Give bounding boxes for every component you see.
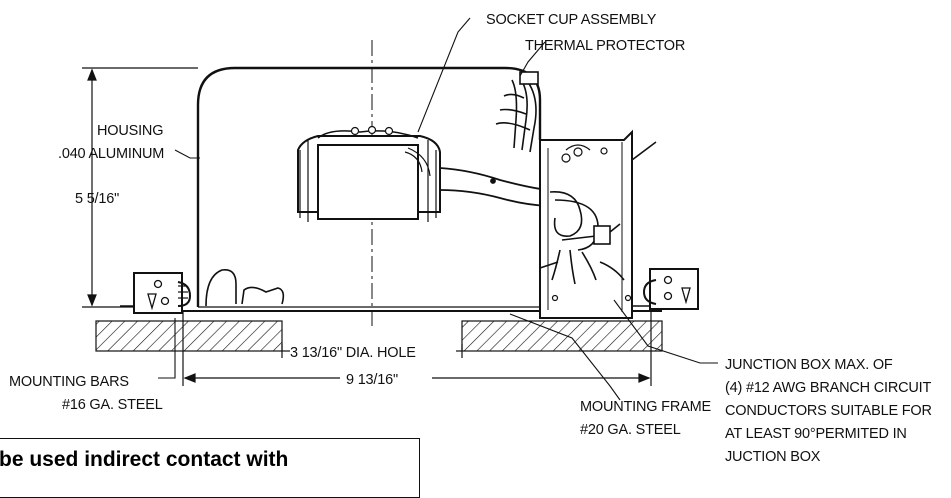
width-label: 9 13/16": [346, 372, 398, 388]
ceiling-hatch: [95, 320, 663, 352]
mounting-bars-spec: #16 GA. STEEL: [62, 397, 163, 413]
junction-box-wires: [539, 191, 625, 285]
right-mounting-bracket: [642, 268, 699, 310]
mounting-frame-label: MOUNTING FRAME: [580, 399, 711, 415]
junction-box-line-2: (4) #12 AWG BRANCH CIRCUIT: [725, 380, 931, 396]
mounting-frame-spec: #20 GA. STEEL: [580, 422, 681, 438]
leader-lines: [158, 17, 718, 401]
conduit: [439, 167, 549, 207]
height-label: 5 5/16": [75, 191, 119, 207]
warning-box: be used indirect contact with: [0, 438, 420, 498]
junction-box-line-5: JUCTION BOX: [725, 449, 821, 465]
width-dimension: [182, 312, 652, 386]
thermal-protector-label: THERMAL PROTECTOR: [525, 38, 685, 54]
aluminum-label: .040 ALUMINUM: [58, 146, 164, 162]
junction-box-line-1: JUNCTION BOX MAX. OF: [725, 357, 893, 373]
junction-box-line-3: CONDUCTORS SUITABLE FOR: [725, 403, 932, 419]
warning-text: be used indirect contact with: [0, 448, 289, 471]
height-dimension: [82, 67, 198, 308]
left-mounting-bracket: [133, 272, 192, 314]
recessed-fixture-diagram: SOCKET CUP ASSEMBLY THERMAL PROTECTOR HO…: [9, 12, 932, 465]
housing-body: [196, 66, 542, 307]
mounting-bars-label: MOUNTING BARS: [9, 374, 129, 390]
hole-label: 3 13/16" DIA. HOLE: [290, 345, 416, 361]
thermal-protector: [495, 71, 539, 153]
hole-dimension: [281, 344, 463, 358]
housing-label: HOUSING: [97, 123, 163, 139]
socket-cup-label: SOCKET CUP ASSEMBLY: [486, 12, 657, 28]
junction-box: [539, 129, 657, 319]
junction-box-line-4: AT LEAST 90°PERMITED IN: [725, 426, 907, 442]
housing-clip: [205, 268, 285, 307]
socket-cup-assembly: [297, 125, 441, 222]
